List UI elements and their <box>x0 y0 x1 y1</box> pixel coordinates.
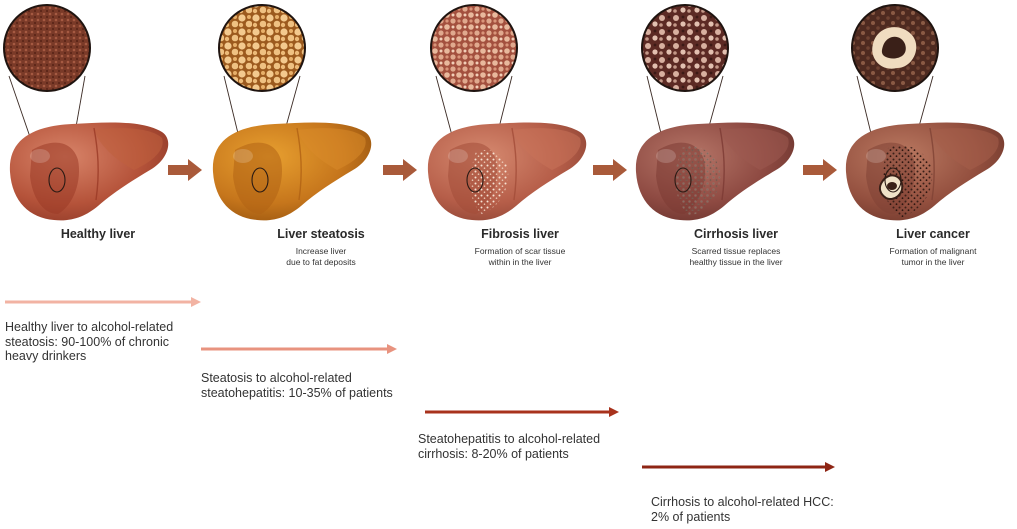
stage-arrow-3 <box>593 159 627 181</box>
magnifier-circle-fibrosis <box>431 5 517 91</box>
stage-desc-steatosis: Increase liver due to fat deposits <box>246 246 396 268</box>
liver-cirrhosis <box>636 122 794 220</box>
stage-title-fibrosis: Fibrosis liver <box>435 227 605 241</box>
stage-desc-cancer: Formation of malignant tumor in the live… <box>858 246 1008 268</box>
progression-arrowhead-1 <box>191 297 201 307</box>
magnifier-circle-steatosis <box>219 5 305 91</box>
stage-title-steatosis: Liver steatosis <box>236 227 406 241</box>
liver-highlight <box>866 149 886 163</box>
liver-highlight <box>30 149 50 163</box>
stage-arrow-2 <box>383 159 417 181</box>
progression-text-cirrhosis: Steatohepatitis to alcohol-related cirrh… <box>418 432 600 461</box>
tumor-core <box>887 182 897 190</box>
liver-stage-fibrosis <box>428 5 586 220</box>
liver-steatosis <box>213 122 371 220</box>
stage-arrow-1 <box>168 159 202 181</box>
liver-highlight <box>656 149 676 163</box>
progression-arrowhead-3 <box>609 407 619 417</box>
liver-stage-healthy <box>4 5 168 220</box>
liver-stage-cancer <box>846 5 1004 220</box>
magnifier-circle-healthy <box>4 5 90 91</box>
liver-stage-cirrhosis <box>636 5 794 220</box>
progression-arrowhead-2 <box>387 344 397 354</box>
progression-text-hcc: Cirrhosis to alcohol-related HCC: 2% of … <box>651 495 834 524</box>
liver-highlight <box>233 149 253 163</box>
liver-highlight <box>448 149 468 163</box>
liver-cancer <box>846 122 1004 220</box>
progression-arrowhead-4 <box>825 462 835 472</box>
liver-healthy <box>10 122 168 220</box>
stage-title-cirrhosis: Cirrhosis liver <box>651 227 821 241</box>
liver-stage-steatosis <box>213 5 371 220</box>
stage-arrow-4 <box>803 159 837 181</box>
progression-text-steatosis: Healthy liver to alcohol-related steatos… <box>5 320 173 364</box>
stage-desc-fibrosis: Formation of scar tissue within in the l… <box>445 246 595 268</box>
progression-text-steatohepatitis: Steatosis to alcohol-related steatohepat… <box>201 371 393 400</box>
stage-title-healthy: Healthy liver <box>13 227 183 241</box>
liver-fibrosis <box>428 122 586 220</box>
stage-desc-cirrhosis: Scarred tissue replaces healthy tissue i… <box>661 246 811 268</box>
magnifier-circle-cirrhosis <box>642 5 728 91</box>
stage-title-cancer: Liver cancer <box>848 227 1017 241</box>
